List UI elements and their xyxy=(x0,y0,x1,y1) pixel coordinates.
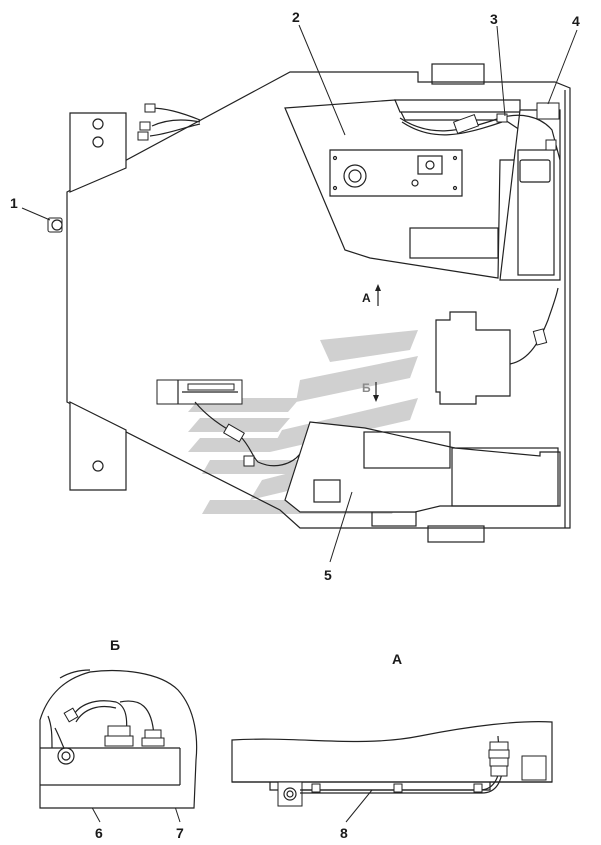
callout-5: 5 xyxy=(324,567,332,583)
main-housing xyxy=(66,63,571,543)
svg-text:А: А xyxy=(362,291,371,305)
view-marker-b: Б xyxy=(362,381,379,402)
control-unit-right xyxy=(435,287,559,405)
detail-view-a xyxy=(231,721,553,807)
callout-8: 8 xyxy=(340,825,348,841)
callout-1: 1 xyxy=(10,195,18,211)
left-mounting-bracket-top xyxy=(69,112,127,193)
view-marker-a: А xyxy=(362,284,381,306)
top-left-connectors xyxy=(137,103,201,141)
lower-harness xyxy=(194,401,301,467)
connector-1 xyxy=(47,217,63,233)
callout-6: 6 xyxy=(95,825,103,841)
callout-3: 3 xyxy=(490,11,498,27)
lower-panel xyxy=(284,421,561,513)
left-mounting-bracket-bottom xyxy=(69,401,127,491)
callout-7: 7 xyxy=(176,825,184,841)
callout-2: 2 xyxy=(292,9,300,25)
svg-text:Б: Б xyxy=(362,381,371,395)
callout-4: 4 xyxy=(572,13,580,29)
view-a-title: А xyxy=(392,651,402,667)
detail-view-b xyxy=(39,669,198,809)
view-b-title: Б xyxy=(110,637,120,653)
fuse-block xyxy=(156,379,243,405)
upper-harness xyxy=(399,113,561,161)
control-plate xyxy=(329,149,463,197)
relay-box-4 xyxy=(536,102,560,120)
callout-labels: 1 2 3 4 5 6 7 8 xyxy=(10,9,580,841)
